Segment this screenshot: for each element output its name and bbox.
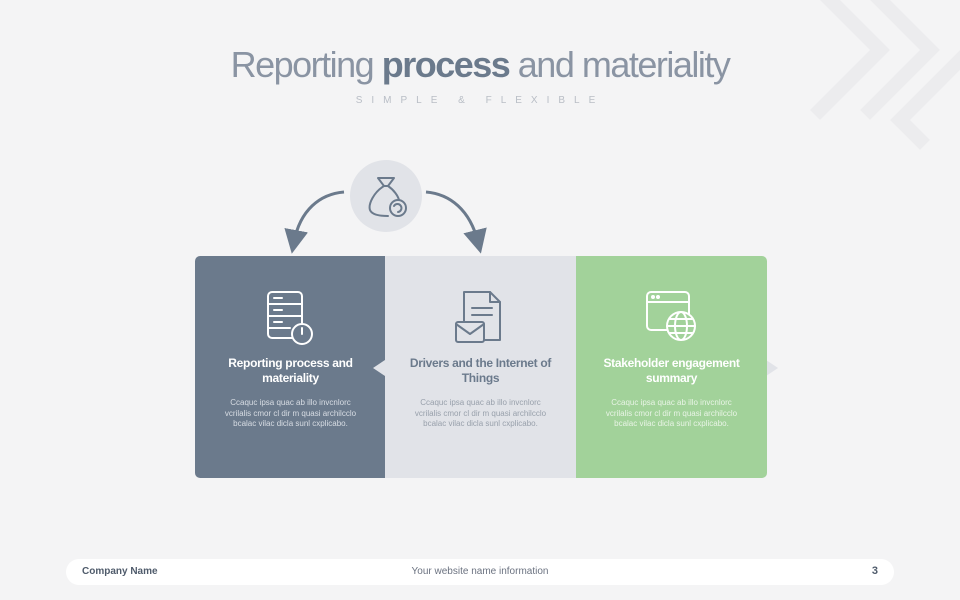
card-group: Reporting process and materiality Ccaquc… [195, 256, 778, 478]
page-title: Reporting process and materiality [0, 44, 960, 86]
card-notch [373, 360, 385, 376]
card-notch [766, 360, 778, 376]
document-mail-icon [455, 291, 501, 343]
card-body: Ccaquc ipsa quac ab illo invcnlorc vcril… [414, 398, 547, 428]
page-subtitle: SIMPLE & FLEXIBLE [355, 95, 605, 106]
card-heading: Reporting process and materiality [228, 356, 353, 385]
server-power-icon [267, 291, 313, 345]
cycle-diagram [284, 160, 487, 254]
card-stakeholder: Stakeholder engagement summary Ccaquc ip… [576, 256, 767, 478]
decorative-chevrons [810, 0, 960, 150]
money-bag-refresh-icon [368, 177, 407, 217]
card-body: Ccaquc ipsa quac ab illo invcnlorc vcril… [605, 398, 738, 428]
card-drivers-iot: Drivers and the Internet of Things Ccaqu… [385, 256, 778, 478]
title-part-3: and materiality [509, 44, 731, 85]
center-icon-circle [350, 160, 422, 232]
page-number: 3 [871, 565, 878, 577]
card-heading: Drivers and the Internet of Things [409, 356, 552, 385]
website-info: Your website name information [411, 566, 549, 577]
footer-bar: Company Name Your website name informati… [66, 559, 894, 585]
browser-globe-icon [646, 291, 696, 341]
card-heading: Stakeholder engagement summary [603, 356, 740, 385]
title-part-1: Reporting [230, 44, 382, 85]
card-body: Ccaquc ipsa quac ab illo invcnlorc vcril… [224, 398, 357, 428]
company-name: Company Name [82, 566, 158, 577]
right-arrow [425, 190, 487, 254]
title-part-2: process [381, 44, 511, 85]
left-arrow [284, 190, 345, 254]
card-reporting-process: Reporting process and materiality Ccaquc… [195, 256, 386, 478]
